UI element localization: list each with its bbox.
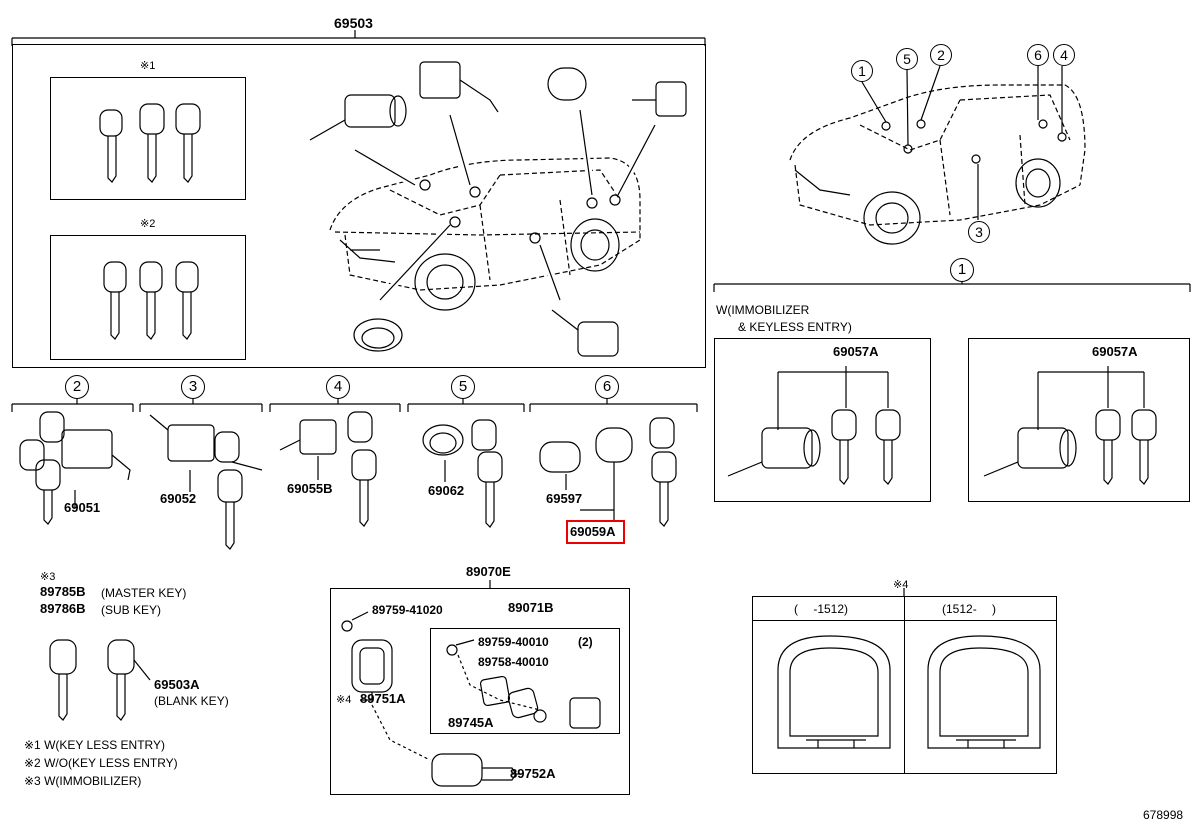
transmitter-key-number: 89752A (510, 766, 556, 781)
part-69052: 69052 (160, 491, 197, 506)
cover-note-mark: ※4 (336, 694, 352, 706)
key-set-box-2 (50, 235, 246, 360)
screw2-qty: (2) (578, 635, 593, 649)
callout-6-top: 6 (1027, 44, 1049, 66)
part-69055B: 69055B (287, 481, 333, 496)
immobilizer-heading-line2: & KEYLESS ENTRY) (738, 320, 852, 334)
callout-5-top: 5 (896, 48, 918, 70)
blank-key-number: 69503A (154, 677, 200, 692)
callout-2-group: 2 (65, 375, 89, 399)
console-note-mark: ※4 (893, 579, 909, 591)
key-set-note-mark-2: ※2 (140, 218, 156, 230)
blank-key-desc: (BLANK KEY) (154, 694, 229, 708)
part-69059A[interactable]: 69059A (570, 524, 616, 539)
callout-6-group: 6 (595, 375, 619, 399)
part-69597: 69597 (546, 491, 583, 506)
callout-3-group: 3 (181, 375, 205, 399)
sub-assembly-number: 89071B (508, 600, 554, 615)
transmitter-sub-box (430, 628, 620, 734)
callout-4-group: 4 (326, 375, 350, 399)
callout-1-immobilizer: 1 (950, 258, 974, 282)
keys-note-mark: ※3 (40, 571, 56, 583)
immobilizer-box-right (968, 338, 1190, 502)
note-2: ※2 W/O(KEY LESS ENTRY) (24, 756, 178, 770)
callout-2-top: 2 (930, 44, 952, 66)
immobilizer-heading-line1: W(IMMOBILIZER (716, 303, 810, 317)
callout-4-top: 4 (1053, 44, 1075, 66)
master-key-desc: (MASTER KEY) (101, 586, 187, 600)
callout-3-top: 3 (968, 221, 990, 243)
assembly-part-number: 69503 (334, 15, 373, 31)
diagram-id: 678998 (1143, 808, 1184, 822)
sub-key-desc: (SUB KEY) (101, 603, 162, 617)
screw-number: 89759-41020 (372, 603, 443, 617)
note-1: ※1 W(KEY LESS ENTRY) (24, 738, 165, 752)
part-69051: 69051 (64, 500, 101, 515)
key-set-note-mark-1: ※1 (140, 60, 156, 72)
highlight-box (566, 520, 625, 544)
immobilizer-left-part: 69057A (833, 344, 879, 359)
plate-number: 89758-40010 (478, 655, 549, 669)
callout-1-top: 1 (851, 60, 873, 82)
callout-5-group: 5 (451, 375, 475, 399)
key-set-box-1 (50, 77, 246, 200)
transmitter-box (330, 588, 630, 795)
assembly-box-69503 (12, 44, 706, 368)
master-key-number: 89785B (40, 584, 86, 599)
immobilizer-box-left (714, 338, 931, 502)
part-69062: 69062 (428, 483, 465, 498)
immobilizer-right-part: 69057A (1092, 344, 1138, 359)
console-column-divider (904, 596, 905, 774)
note-3: ※3 W(IMMOBILIZER) (24, 774, 142, 788)
console-left-header: ( -1512) (794, 602, 849, 616)
cover-number: 89751A (360, 691, 406, 706)
console-right-header: (1512- ) (942, 602, 997, 616)
sub-key-number: 89786B (40, 601, 86, 616)
case-number: 89745A (448, 715, 494, 730)
transmitter-assembly-number: 89070E (466, 564, 511, 579)
screw2-number: 89759-40010 (478, 635, 549, 649)
